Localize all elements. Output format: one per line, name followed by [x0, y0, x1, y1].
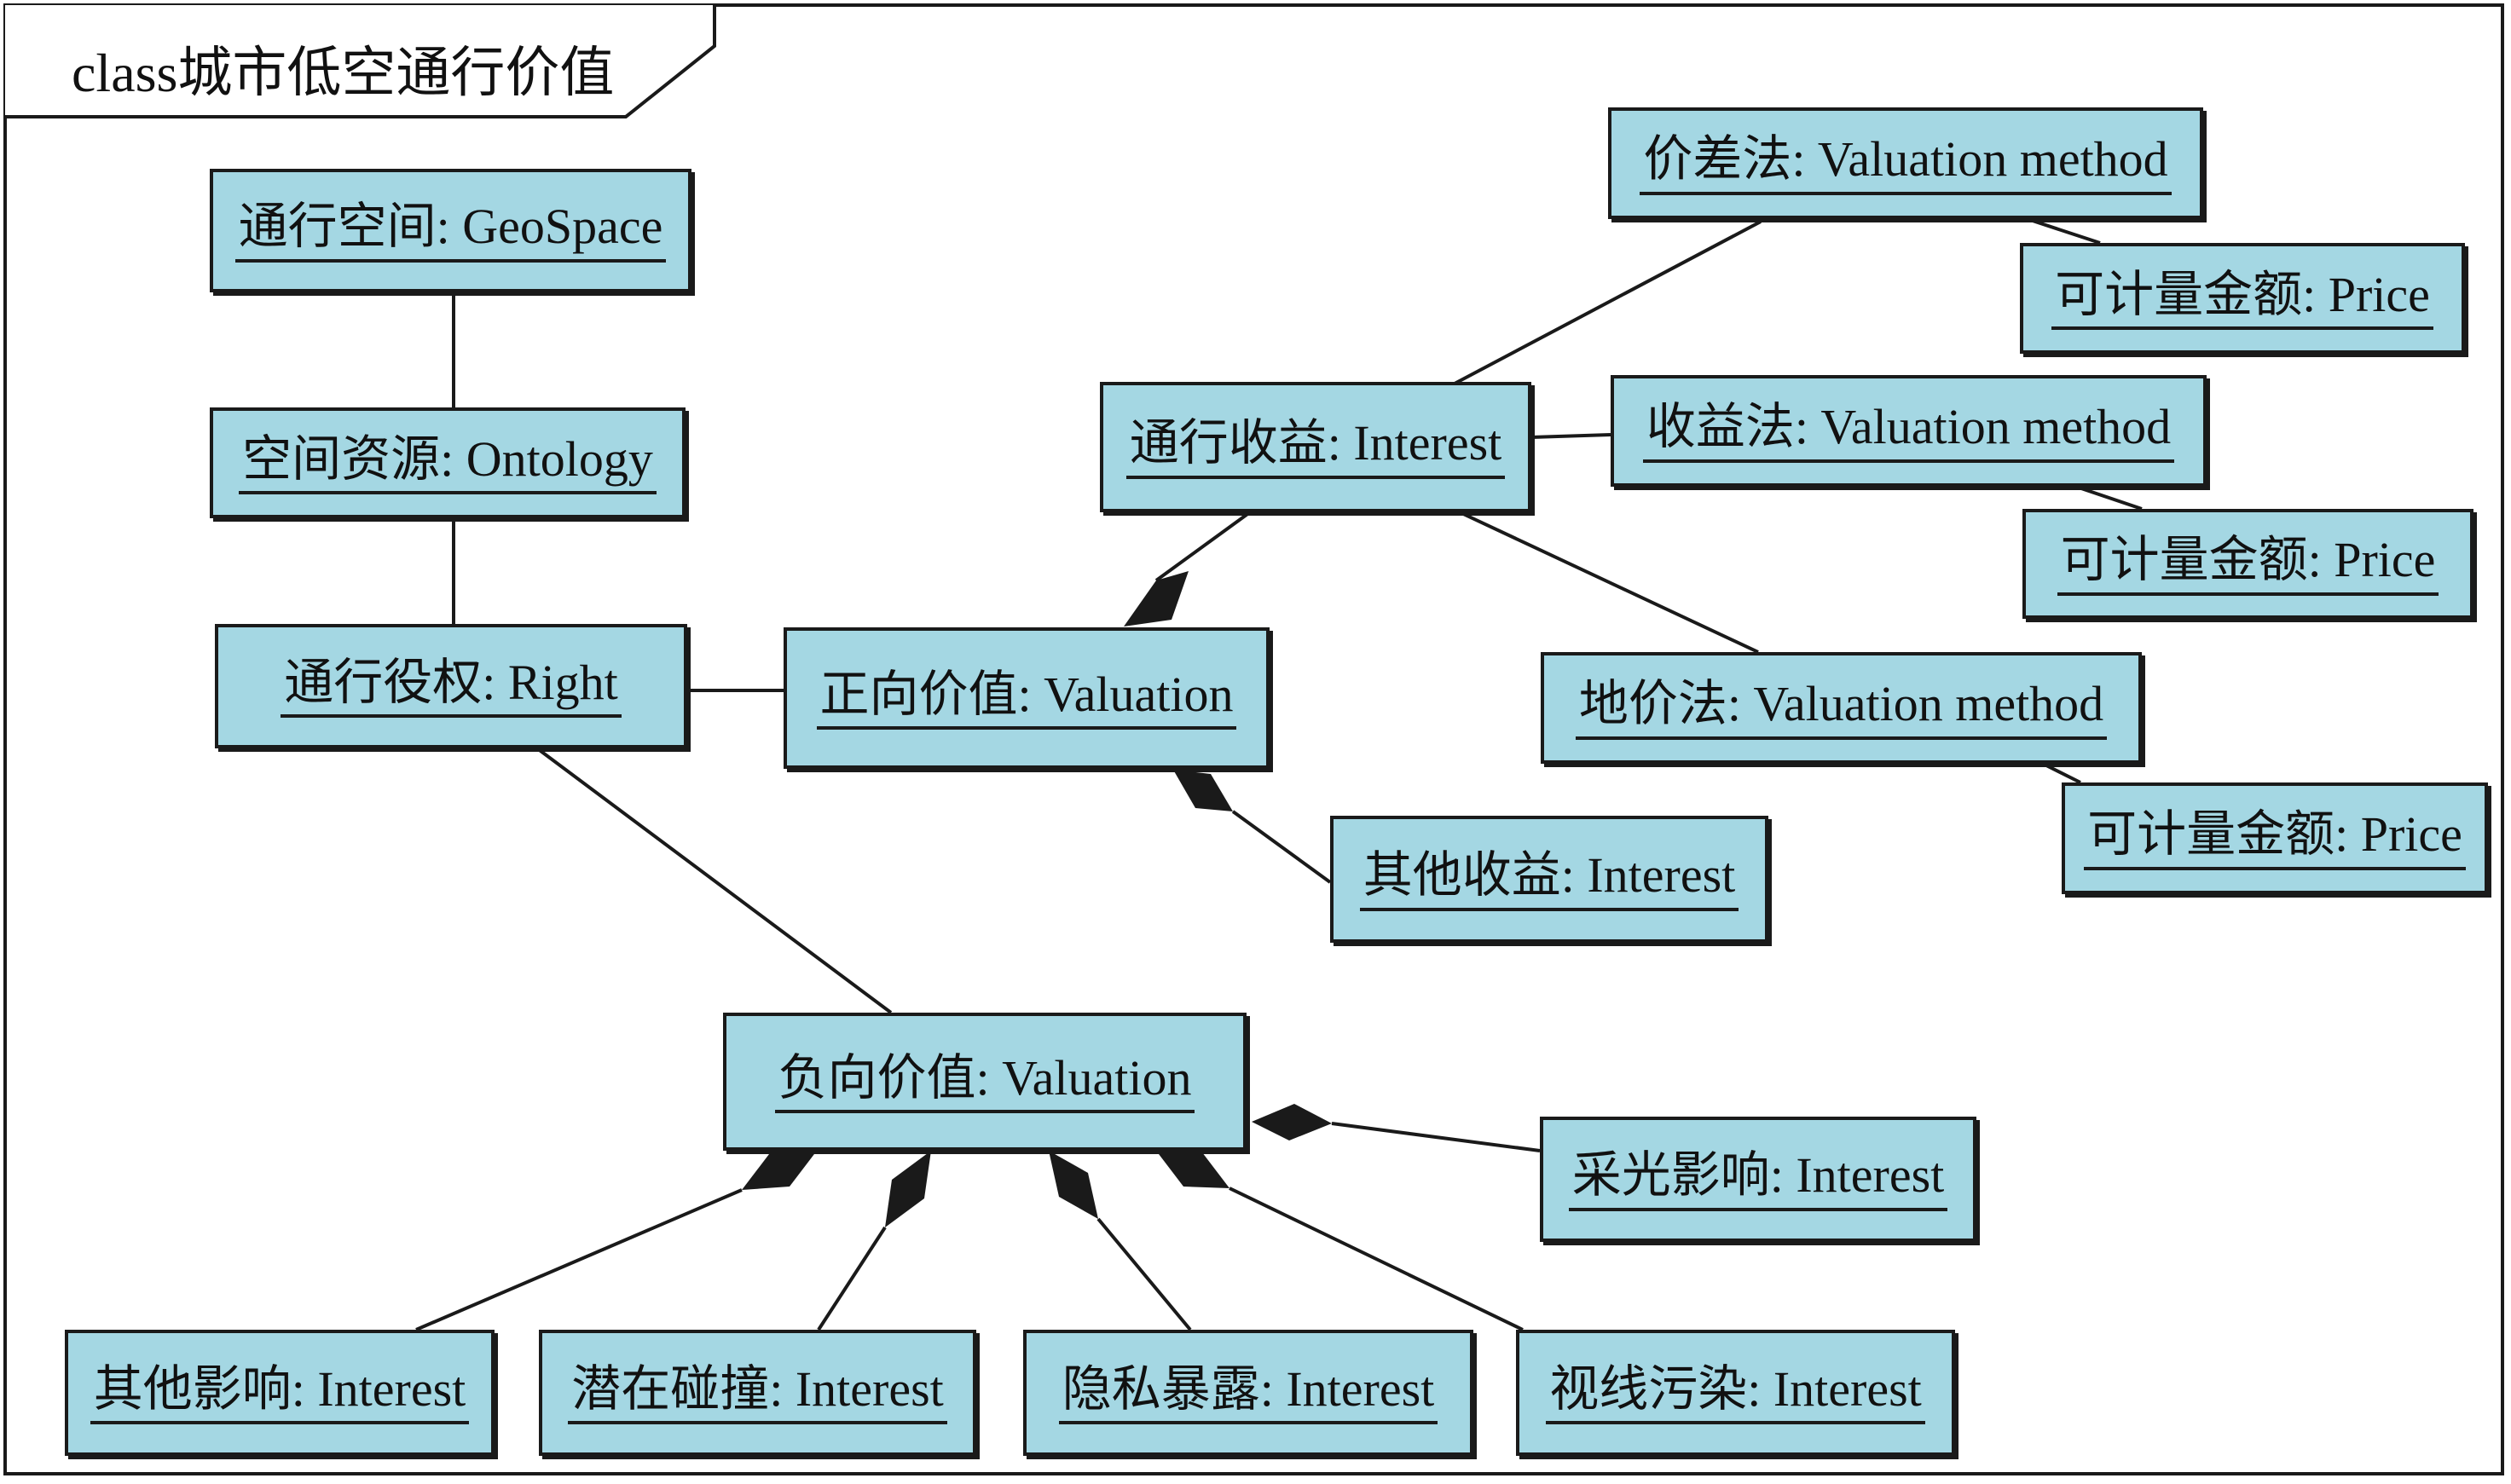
node-tongxing-yiquan[interactable]: 通行役权: Right [215, 624, 687, 748]
node-tongxing-shouyi[interactable]: 通行收益: Interest [1100, 382, 1531, 512]
node-label: 通行役权: Right [281, 655, 622, 719]
edge-shouyifa-price [2080, 487, 2143, 511]
node-label: 可计量金额: Price [2084, 806, 2466, 870]
node-label: 负向价值: Valuation [774, 1050, 1195, 1114]
composition-diamond-icon [1156, 1151, 1229, 1188]
composition-diamond-icon [885, 1151, 931, 1227]
diagram-frame [3, 3, 2504, 1475]
node-label: 地价法: Valuation method [1575, 676, 2108, 740]
node-dijia-fa[interactable]: 地价法: Valuation method [1541, 652, 2142, 764]
node-qita-shouyi[interactable]: 其他收益: Interest [1330, 816, 1768, 943]
node-jiacha-fa[interactable]: 价差法: Valuation method [1608, 107, 2203, 219]
edge-jiacha-price [2032, 219, 2101, 245]
edge-negative-caiguang [1331, 1122, 1541, 1152]
node-label: 其他收益: Interest [1359, 847, 1739, 911]
node-zhengxiang-jiazhi[interactable]: 正向价值: Valuation [784, 627, 1270, 769]
node-label: 采光影响: Interest [1568, 1147, 1948, 1211]
edge-negative-shixian [1229, 1187, 1524, 1331]
node-label: 空间资源: Ontology [239, 431, 657, 495]
edge-dijia-price [2045, 764, 2081, 784]
edge-positive-interest [1154, 511, 1252, 582]
node-label: 价差法: Valuation method [1640, 131, 2172, 195]
node-caiguang-yingxiang[interactable]: 采光影响: Interest [1540, 1117, 1976, 1242]
edge-interest-dijia [1459, 511, 1759, 654]
node-kongjian-ziyuan[interactable]: 空间资源: Ontology [210, 407, 686, 518]
node-label: 可计量金额: Price [2051, 267, 2433, 331]
node-qianzai-pengzhuang[interactable]: 潜在碰撞: Interest [539, 1330, 976, 1456]
composition-diamond-icon [1173, 770, 1233, 811]
node-qita-yingxiang[interactable]: 其他影响: Interest [65, 1330, 495, 1456]
diagram-title: class城市低空通行价值 [72, 43, 615, 103]
edge-negative-qianzai [817, 1226, 887, 1331]
edge-negative-yinsi [1096, 1217, 1192, 1331]
node-shixian-wuran[interactable]: 视线污染: Interest [1516, 1330, 1955, 1456]
node-fuxiang-jiazhi[interactable]: 负向价值: Valuation [723, 1013, 1247, 1151]
edge-right-negative [535, 747, 893, 1014]
edge-interest-jiacha [1454, 220, 1762, 385]
node-label: 其他影响: Interest [90, 1361, 470, 1425]
composition-diamond-icon [1049, 1151, 1098, 1219]
node-label: 隐私暴露: Interest [1058, 1361, 1438, 1425]
node-price-2[interactable]: 可计量金额: Price [2022, 509, 2473, 619]
composition-diamond-icon [1124, 571, 1189, 627]
node-price-1[interactable]: 可计量金额: Price [2020, 243, 2465, 354]
edge-interest-shouyifa [1530, 433, 1611, 439]
node-label: 通行收益: Interest [1125, 415, 1506, 479]
composition-diamond-icon [1252, 1104, 1332, 1140]
node-label: 可计量金额: Price [2057, 532, 2439, 596]
edge-positive-qitashouyi [1231, 810, 1332, 884]
title-tab: class城市低空通行价值 [3, 3, 718, 120]
node-yinsi-baolu[interactable]: 隐私暴露: Interest [1023, 1330, 1473, 1456]
node-shouyi-fa[interactable]: 收益法: Valuation method [1611, 375, 2207, 487]
edge-negative-qitayingxiang [415, 1188, 743, 1331]
node-label: 收益法: Valuation method [1642, 399, 2175, 463]
node-price-3[interactable]: 可计量金额: Price [2062, 782, 2488, 894]
node-tongxing-kongjian[interactable]: 通行空间: GeoSpace [210, 169, 691, 292]
node-label: 视线污染: Interest [1546, 1361, 1925, 1425]
node-label: 正向价值: Valuation [816, 667, 1237, 730]
composition-diamond-icon [742, 1151, 817, 1190]
node-label: 潜在碰撞: Interest [568, 1361, 947, 1425]
node-label: 通行空间: GeoSpace [234, 199, 667, 263]
